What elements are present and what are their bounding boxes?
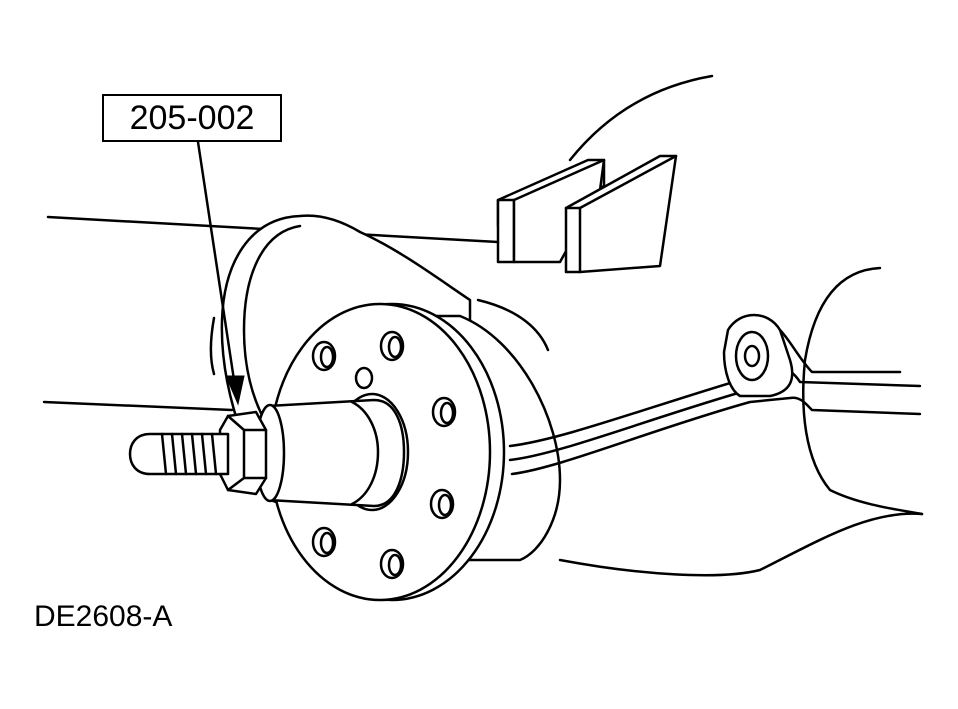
tool-sleeve — [266, 398, 406, 508]
axle-tube-upper-far — [476, 298, 550, 352]
backing-plate-inner — [242, 224, 302, 432]
tool-number-label: 205-002 — [129, 98, 255, 137]
backing-plate-edge — [209, 316, 216, 376]
differential-housing-outline — [568, 74, 714, 162]
callout-arrowhead — [225, 375, 245, 406]
callout-leader-line — [196, 140, 236, 382]
axle-bracket — [722, 313, 902, 398]
pilot-hole — [354, 366, 374, 390]
differential-housing-lower — [558, 512, 924, 577]
brake-line — [508, 368, 922, 476]
bracket-hole — [743, 344, 761, 368]
figure-id-label: DE2608-A — [34, 600, 173, 633]
axle-tube-bottom-line — [42, 400, 234, 412]
mounting-pad-right — [564, 154, 678, 274]
screw-threads — [160, 432, 218, 476]
differential-housing-rear — [802, 266, 924, 516]
lug-holes — [311, 330, 457, 580]
tool-number-callout: 205-002 — [102, 94, 282, 142]
